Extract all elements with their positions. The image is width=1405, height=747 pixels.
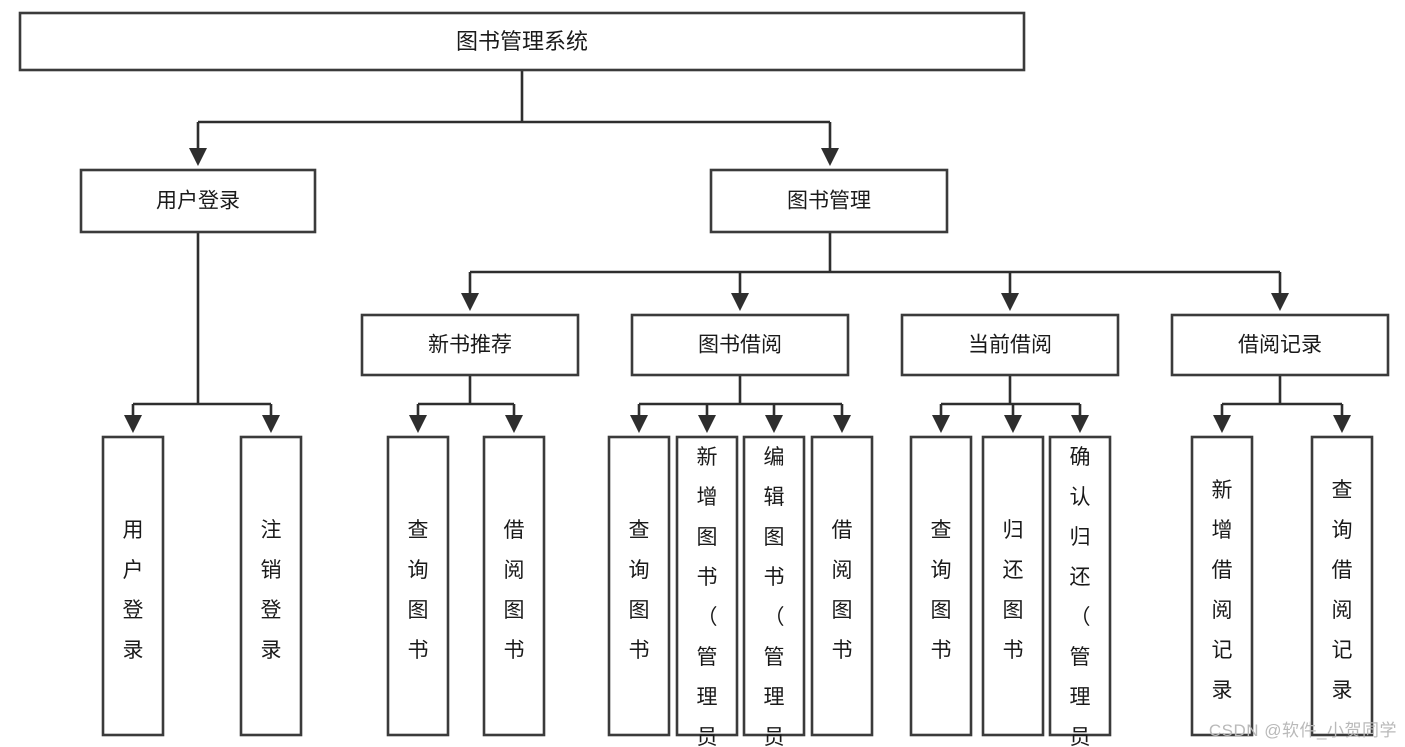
- leaf-node[interactable]: 查询图书: [909, 435, 973, 737]
- leaf-node-label: 查询借阅记录: [1332, 479, 1353, 702]
- node-borrow-record-label: 借阅记录: [1238, 334, 1322, 357]
- leaf-node-label: 注销登录: [261, 519, 282, 662]
- leaf-node-label: 借阅图书: [832, 519, 853, 662]
- leaf-node-label: 新增借阅记录: [1212, 479, 1233, 702]
- connectors-borrowrecord-to-leaves: [1212, 375, 1352, 434]
- leaf-node-label: 查询图书: [931, 519, 952, 662]
- leaf-node-box: [810, 435, 874, 737]
- node-user-login-box: [79, 168, 317, 234]
- connectors-bookborrow-to-leaves: [629, 375, 852, 434]
- leaf-node[interactable]: 注销登录: [239, 435, 303, 737]
- node-current-borrow-label: 当前借阅: [968, 334, 1052, 357]
- leaf-node-box: [1310, 435, 1374, 737]
- leaf-node-box: [607, 435, 671, 737]
- leaf-node-box: [742, 435, 806, 737]
- leaf-node-label: 借阅图书: [504, 519, 525, 662]
- leaf-node-box: [675, 435, 739, 737]
- leaf-node[interactable]: 归还图书: [981, 435, 1045, 737]
- leaf-node-label: 归还图书: [1003, 519, 1024, 662]
- leaf-node-box: [1190, 435, 1254, 737]
- leaf-node[interactable]: 查询图书: [386, 435, 450, 737]
- node-user-login[interactable]: 用户登录: [79, 168, 317, 234]
- node-book-borrow-label: 图书借阅: [698, 334, 782, 357]
- node-current-borrow-box: [900, 313, 1120, 377]
- node-new-book-recommend-box: [360, 313, 580, 377]
- connectors-currentborrow-to-leaves: [931, 375, 1090, 434]
- leaf-node-label: 确认归还（管理员）: [1070, 446, 1091, 747]
- leaf-node[interactable]: 查询借阅记录: [1310, 435, 1374, 737]
- leaf-node[interactable]: 新增图书（管理员）: [675, 435, 739, 747]
- node-book-management[interactable]: 图书管理: [709, 168, 949, 234]
- leaf-node[interactable]: 确认归还（管理员）: [1048, 435, 1112, 747]
- connectors-bookmgmt-to-level3: [460, 232, 1290, 312]
- leaf-node-label: 查询图书: [629, 519, 650, 662]
- leaf-node[interactable]: 用户登录: [101, 435, 165, 737]
- node-root-box: [18, 11, 1026, 72]
- leaf-node-box: [482, 435, 546, 737]
- node-borrow-record-box: [1170, 313, 1390, 377]
- connectors-newbook-to-leaves: [408, 375, 524, 434]
- connectors-userlogin-to-leaves: [123, 232, 281, 434]
- node-root-system[interactable]: 图书管理系统: [18, 11, 1026, 72]
- node-book-borrow[interactable]: 图书借阅: [630, 313, 850, 377]
- leaf-node-box: [981, 435, 1045, 737]
- node-book-management-box: [709, 168, 949, 234]
- connectors-root-to-level2: [188, 70, 840, 167]
- node-root-label: 图书管理系统: [456, 29, 588, 54]
- leaf-node-label: 新增图书（管理员）: [697, 446, 718, 747]
- leaf-node-label: 用户登录: [123, 519, 144, 662]
- node-book-management-label: 图书管理: [787, 190, 871, 213]
- leaf-node[interactable]: 查询图书: [607, 435, 671, 737]
- leaf-node-label: 编辑图书（管理员）: [764, 446, 785, 747]
- leaf-node[interactable]: 借阅图书: [482, 435, 546, 737]
- leaf-node-box: [909, 435, 973, 737]
- leaf-node-box: [101, 435, 165, 737]
- leaf-node[interactable]: 编辑图书（管理员）: [742, 435, 806, 747]
- leaf-node-box: [386, 435, 450, 737]
- node-new-book-recommend-label: 新书推荐: [428, 334, 512, 357]
- node-new-book-recommend[interactable]: 新书推荐: [360, 313, 580, 377]
- node-book-borrow-box: [630, 313, 850, 377]
- leaf-node-label: 查询图书: [408, 519, 429, 662]
- node-borrow-record[interactable]: 借阅记录: [1170, 313, 1390, 377]
- leaf-node-box: [239, 435, 303, 737]
- node-current-borrow[interactable]: 当前借阅: [900, 313, 1120, 377]
- leaf-node[interactable]: 新增借阅记录: [1190, 435, 1254, 737]
- leaf-node-box: [1048, 435, 1112, 737]
- leaf-node[interactable]: 借阅图书: [810, 435, 874, 737]
- node-user-login-label: 用户登录: [156, 190, 240, 213]
- leaf-nodes-layer: 用户登录 注销登录 查询图书 借阅图书 查询图书 新增图书（管理员） 编辑图书（管理员） 借阅…: [101, 435, 1374, 747]
